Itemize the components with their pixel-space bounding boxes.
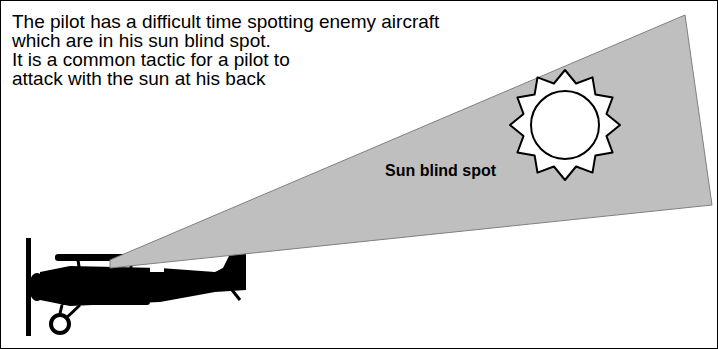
sun-disc [531, 91, 599, 159]
note-text: The pilot has a difficult time spotting … [12, 12, 467, 50]
note-text: It is a common tactic for a pilot to att… [12, 50, 307, 88]
region-label: Sun blind spot [385, 162, 496, 180]
sun-rays [510, 70, 620, 180]
